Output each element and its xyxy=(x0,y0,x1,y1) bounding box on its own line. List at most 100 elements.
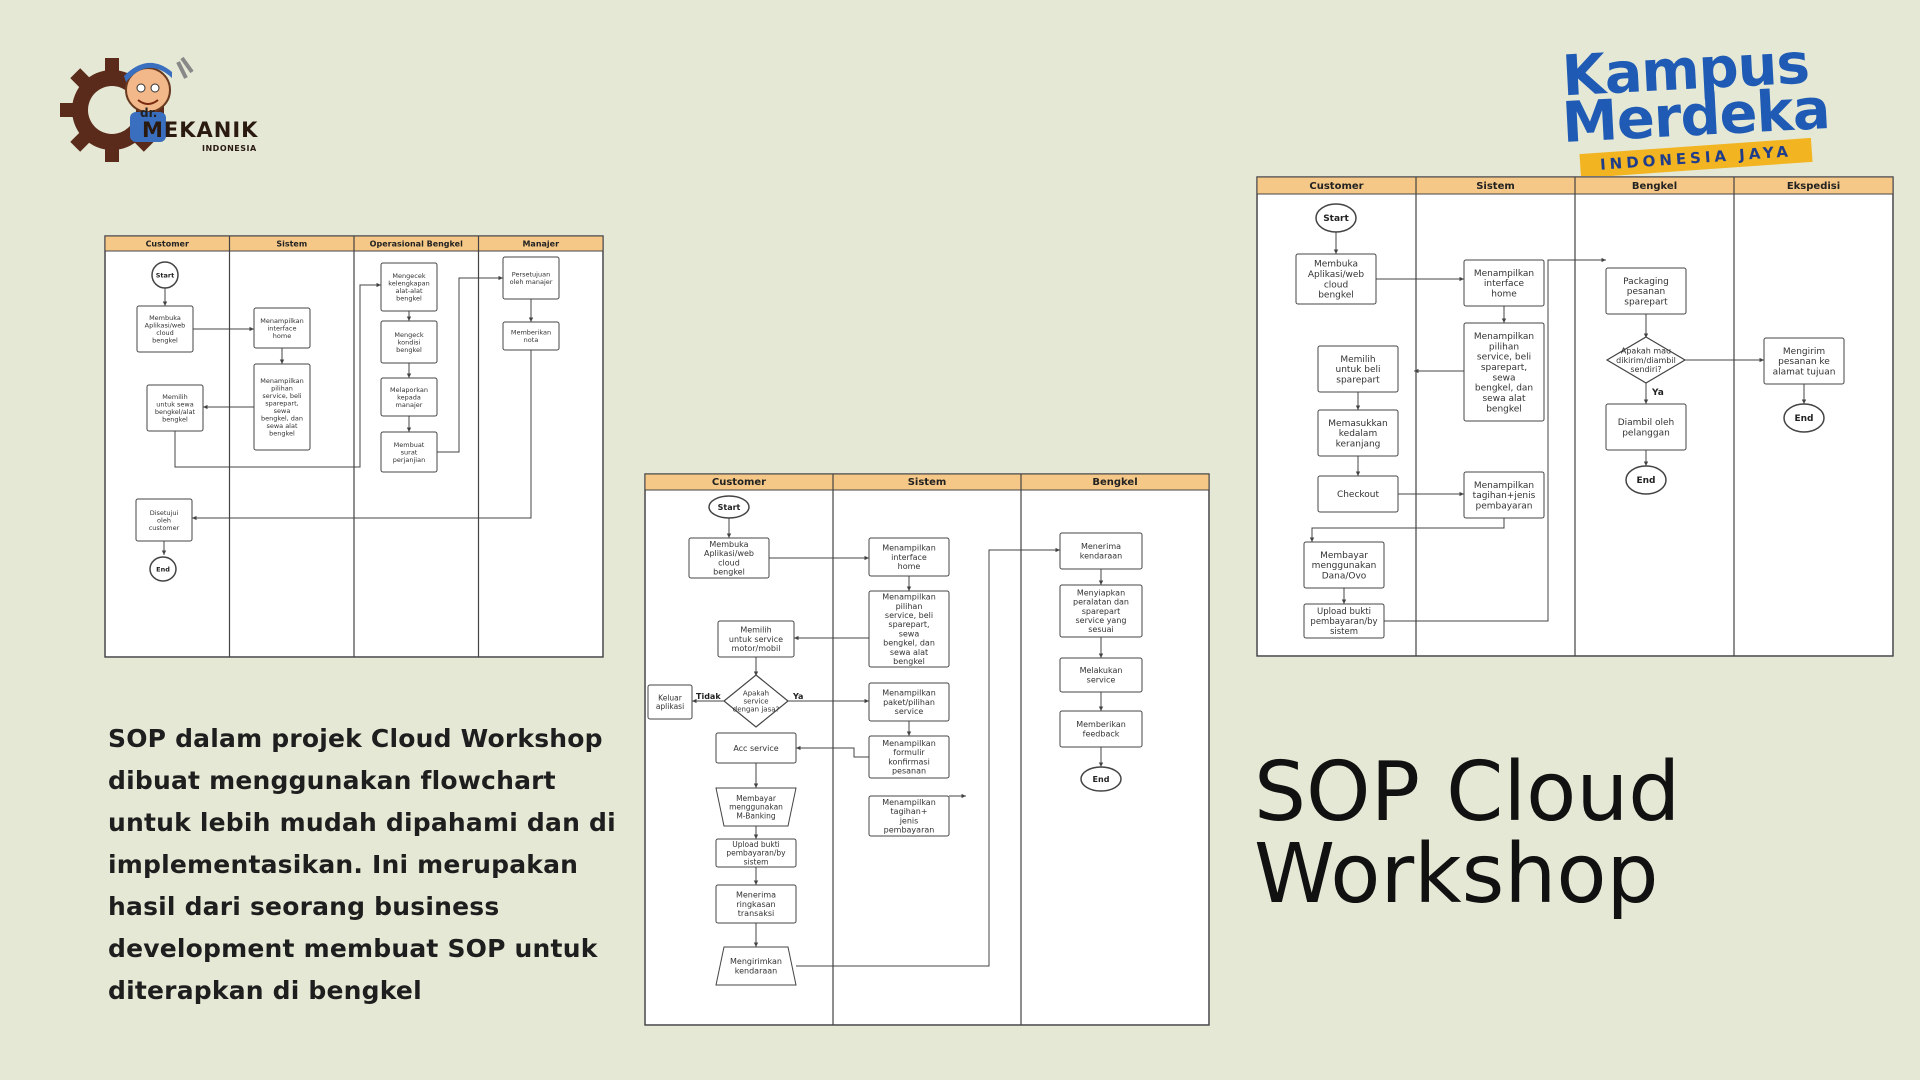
node-label: kendaraan xyxy=(735,966,777,975)
arrowhead xyxy=(1643,399,1649,404)
node-label: dikirim/diambil xyxy=(1616,356,1676,365)
arrowhead xyxy=(753,783,759,788)
node-label: Aplikasi/web xyxy=(145,322,186,330)
node-label: bengkel xyxy=(1486,404,1522,414)
node-label: pembayaran/by xyxy=(1310,617,1377,627)
end-terminal-label: End xyxy=(156,565,170,573)
node-label: konfirmasi xyxy=(888,757,930,766)
arrowhead xyxy=(376,282,381,288)
lane-title: Customer xyxy=(1309,181,1363,192)
node-label: pelanggan xyxy=(1622,428,1670,438)
lane-title: Manajer xyxy=(522,239,559,248)
node-label: home xyxy=(898,562,921,571)
decision-diamond xyxy=(723,674,789,728)
arrowhead xyxy=(1459,276,1464,282)
node-label: bengkel, dan xyxy=(261,414,303,422)
arrowhead xyxy=(406,373,412,378)
lane-title: Ekspedisi xyxy=(1787,181,1840,192)
process-box xyxy=(1463,322,1545,422)
arrowhead xyxy=(1601,257,1606,263)
node-label: untuk sewa xyxy=(156,401,193,409)
arrowhead xyxy=(1759,357,1764,363)
node-label: Menyiapkan xyxy=(1077,588,1125,597)
arrowhead xyxy=(1055,547,1060,553)
node-label: Membayar xyxy=(1320,551,1368,561)
start-terminal-label: Start xyxy=(718,503,741,512)
arrowhead xyxy=(406,316,412,321)
node-label: formulir xyxy=(893,748,925,757)
arrowhead xyxy=(794,635,799,641)
node-label: keranjang xyxy=(1336,440,1381,450)
arrowhead xyxy=(753,880,759,885)
end-terminal xyxy=(1783,403,1825,433)
node-label: service, beli xyxy=(1477,353,1531,363)
node-label: tagihan+jenis xyxy=(1473,491,1536,501)
node-label: Menerima xyxy=(736,891,776,900)
node-label: Memilih xyxy=(162,393,187,401)
node-label: sparepart, xyxy=(265,400,298,408)
node-label: Menampilkan xyxy=(882,689,936,698)
node-label: menggunakan xyxy=(729,803,783,812)
node-label: Membayar xyxy=(736,794,777,803)
node-label: pembayaran xyxy=(1475,502,1532,512)
process-box xyxy=(868,590,950,668)
lane-title: Bengkel xyxy=(1092,477,1137,488)
manual-operation xyxy=(715,787,797,827)
node-label: home xyxy=(273,332,291,340)
node-label: bengkel xyxy=(893,657,925,666)
arrowhead xyxy=(1309,537,1315,542)
node-label: Packaging xyxy=(1623,277,1669,287)
logo-prefix: dr. xyxy=(140,106,158,120)
end-terminal-label: End xyxy=(1637,476,1656,486)
arrowhead xyxy=(1501,318,1507,323)
node-label: menggunakan xyxy=(1312,561,1377,571)
connector-line xyxy=(437,277,503,453)
node-label: bengkel xyxy=(152,336,178,344)
arrowhead xyxy=(1098,580,1104,585)
node-label: pesanan xyxy=(1627,287,1665,297)
process-box xyxy=(868,795,950,837)
node-label: cloud xyxy=(1324,280,1348,290)
node-label: cloud xyxy=(156,329,174,337)
node-label: Melaporkan xyxy=(390,386,428,394)
node-label: Menampilkan xyxy=(1474,481,1534,491)
node-label: dengan jasa? xyxy=(733,706,780,714)
node-label: Melakukan xyxy=(1080,666,1123,675)
node-label: sparepart xyxy=(1624,298,1668,308)
node-label: service xyxy=(743,697,768,705)
node-label: service xyxy=(1087,675,1116,684)
start-terminal-label: Start xyxy=(156,271,175,279)
node-label: service, beli xyxy=(262,392,301,400)
end-terminal xyxy=(1080,766,1122,792)
lane-title: Sistem xyxy=(276,239,307,248)
node-label: Membuka xyxy=(709,540,748,549)
lane-title: Customer xyxy=(146,239,189,248)
lane-title: Sistem xyxy=(908,477,947,488)
node-label: pilihan xyxy=(1489,342,1519,352)
node-label: paket/pilihan xyxy=(883,698,935,707)
connector-line xyxy=(1384,259,1606,622)
node-label: Memilih xyxy=(1340,355,1375,365)
arrowhead xyxy=(1643,461,1649,466)
node-label: Dana/Ovo xyxy=(1322,572,1367,582)
node-label: Persetujuan xyxy=(512,271,550,279)
node-label: bengkel xyxy=(1318,291,1354,301)
node-label: sistem xyxy=(744,857,769,866)
node-label: Aplikasi/web xyxy=(704,549,754,558)
node-label: Memilih xyxy=(740,626,771,635)
node-label: pilihan xyxy=(896,602,923,611)
node-label: Membuka xyxy=(1314,260,1358,270)
node-label: oleh xyxy=(157,516,171,524)
node-label: ringkasan xyxy=(736,900,775,909)
node-label: customer xyxy=(149,524,180,532)
node-label: manajer xyxy=(396,401,423,409)
node-label: kondisi xyxy=(398,338,421,346)
node-label: Memberikan xyxy=(511,329,551,337)
arrowhead xyxy=(498,275,503,281)
node-label: bengkel xyxy=(396,294,422,302)
node-label: Upload bukti xyxy=(732,840,780,849)
node-label: Menampilkan xyxy=(882,739,936,748)
